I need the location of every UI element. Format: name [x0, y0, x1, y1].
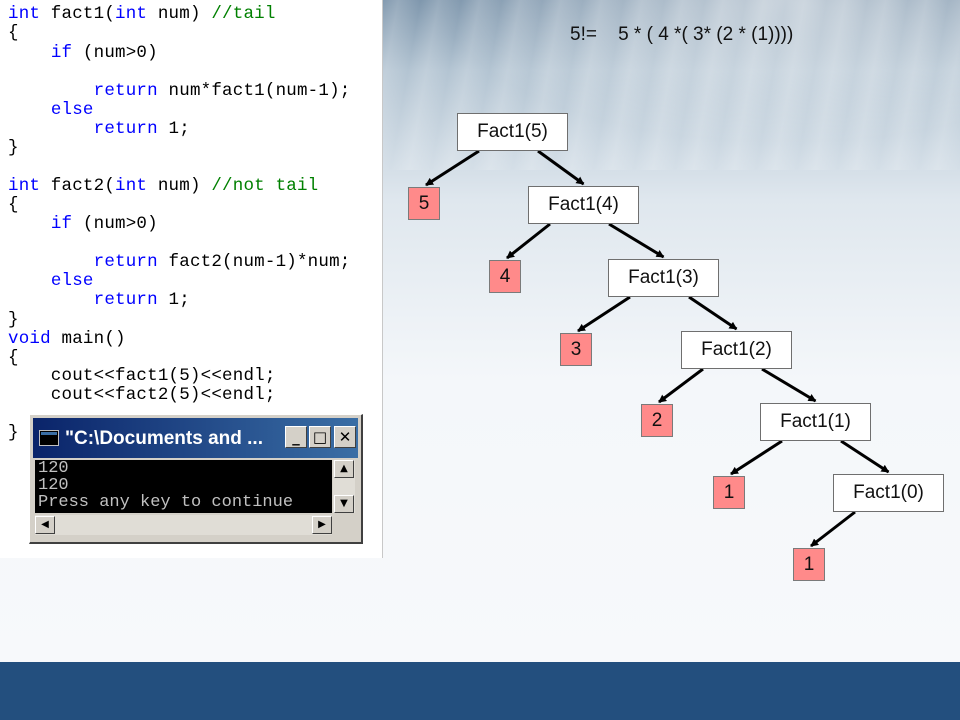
console-output-line: 120 [38, 476, 69, 495]
code-text: { [8, 348, 19, 368]
code-keyword: int [8, 176, 41, 196]
console-output-line: Press any key to continue [38, 493, 294, 512]
scroll-down-button[interactable]: ▼ [334, 495, 354, 513]
console-output-line: 120 [38, 460, 69, 478]
code-comment: //tail [211, 4, 276, 24]
vertical-scrollbar[interactable]: ▲ ▼ [333, 460, 355, 513]
code-line: } [8, 310, 19, 330]
code-keyword: return [93, 290, 158, 310]
code-comment: //not tail [211, 176, 319, 196]
code-line: { [8, 23, 19, 43]
code-text: } [8, 138, 19, 158]
minimize-button[interactable]: _ [285, 426, 307, 448]
code-text: { [8, 195, 19, 215]
code-keyword: int [115, 176, 148, 196]
formula-rhs: 5 * ( 4 *( 3* (2 * (1)))) [618, 24, 794, 45]
code-keyword: return [93, 252, 158, 272]
tree-edge [840, 439, 890, 474]
code-keyword: void [8, 329, 51, 349]
footer-bar [0, 662, 960, 720]
code-keyword: return [93, 81, 158, 101]
code-panel: int fact1(int num) //tail{ if (num>0) re… [0, 0, 383, 558]
console-output-area[interactable]: 120 120 Press any key to continue [35, 460, 332, 513]
code-line: int fact1(int num) //tail [8, 4, 276, 24]
code-keyword: if [50, 43, 73, 63]
console-window[interactable]: "C:\Documents and ... _ □ ✕ 120 120 Pres… [29, 414, 363, 544]
code-text: (num>0) [72, 214, 158, 234]
code-keyword: else [50, 100, 94, 120]
value-node: 1 [793, 548, 825, 581]
code-text: } [8, 310, 19, 330]
console-app-icon [39, 430, 59, 446]
code-line: { [8, 195, 19, 215]
call-node: Fact1(1) [760, 403, 871, 441]
tree-edge [658, 367, 704, 404]
code-text: 1; [157, 290, 190, 310]
code-line: if (num>0) [8, 214, 158, 234]
call-node: Fact1(3) [608, 259, 719, 297]
code-line: return fact2(num-1)*num; [8, 252, 351, 272]
code-text: } [8, 423, 19, 443]
scroll-right-button[interactable]: ▶ [312, 516, 332, 534]
code-text: fact2(num-1)*num; [157, 252, 351, 272]
code-text: fact1( [40, 4, 116, 24]
tree-edge [810, 510, 856, 548]
tree-edge [537, 149, 585, 186]
scroll-up-button[interactable]: ▲ [334, 460, 354, 478]
code-line: } [8, 138, 19, 158]
code-line: { [8, 348, 19, 368]
code-keyword: int [8, 4, 41, 24]
tree-edge [761, 367, 817, 403]
code-line: cout<<fact1(5)<<endl; [8, 366, 276, 386]
code-line: return 1; [8, 290, 190, 310]
code-text: { [8, 23, 19, 43]
code-text: num) [147, 176, 212, 196]
value-node: 4 [489, 260, 521, 293]
code-text: num*fact1(num-1); [157, 81, 351, 101]
console-title: "C:\Documents and ... [65, 428, 263, 449]
formula-lhs: 5!= [570, 24, 597, 45]
value-node: 5 [408, 187, 440, 220]
code-text: num) [147, 4, 212, 24]
tree-edge [506, 222, 551, 260]
tree-edge [730, 439, 783, 476]
code-text: 1; [157, 119, 190, 139]
value-node: 2 [641, 404, 673, 437]
code-line: if (num>0) [8, 43, 158, 63]
call-node: Fact1(4) [528, 186, 639, 224]
code-line: return num*fact1(num-1); [8, 81, 351, 101]
value-node: 3 [560, 333, 592, 366]
code-line: return 1; [8, 119, 190, 139]
code-text: (num>0) [72, 43, 158, 63]
code-line: else [8, 100, 94, 120]
scroll-left-button[interactable]: ◀ [35, 516, 55, 534]
code-line: } [8, 423, 19, 443]
code-line: void main() [8, 329, 126, 349]
code-keyword: else [50, 271, 94, 291]
factorial-formula: 5!= 5 * ( 4 *( 3* (2 * (1)))) [570, 24, 793, 46]
tree-edge [688, 295, 738, 331]
console-title-bar[interactable]: "C:\Documents and ... _ □ ✕ [33, 418, 358, 458]
code-line: else [8, 271, 94, 291]
maximize-button[interactable]: □ [309, 426, 331, 448]
code-keyword: return [93, 119, 158, 139]
horizontal-scrollbar[interactable]: ◀ ▶ [35, 515, 332, 535]
code-line: cout<<fact2(5)<<endl; [8, 385, 276, 405]
code-line: int fact2(int num) //not tail [8, 176, 318, 196]
close-button[interactable]: ✕ [334, 426, 356, 448]
tree-edge [577, 295, 631, 333]
call-node: Fact1(2) [681, 331, 792, 369]
code-text: main() [50, 329, 126, 349]
code-keyword: int [115, 4, 148, 24]
call-node: Fact1(0) [833, 474, 944, 512]
value-node: 1 [713, 476, 745, 509]
code-keyword: if [50, 214, 73, 234]
code-text: cout<<fact1(5)<<endl; [8, 366, 276, 386]
code-text: cout<<fact2(5)<<endl; [8, 385, 276, 405]
call-node: Fact1(5) [457, 113, 568, 151]
tree-edge [608, 222, 665, 259]
tree-edge [425, 149, 480, 187]
code-text: fact2( [40, 176, 116, 196]
